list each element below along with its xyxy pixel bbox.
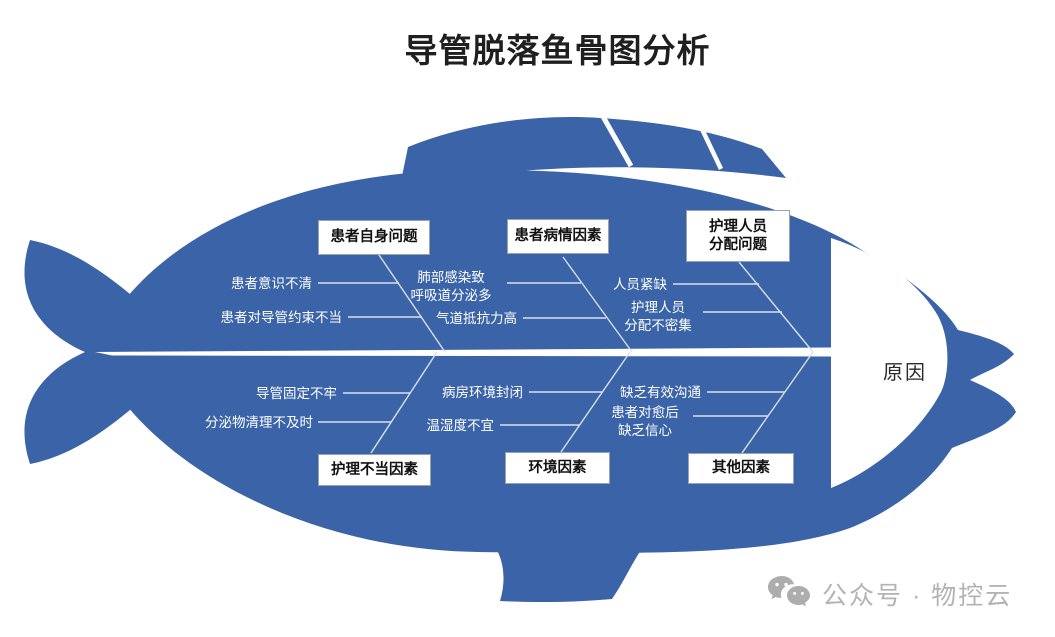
bone-lines: [370, 251, 814, 454]
cause-label: 导管固定不牢: [256, 386, 337, 401]
category-box-staff-allocation: 护理人员 分配问题: [686, 210, 790, 262]
bone-line: [376, 251, 446, 353]
dorsal-fin: [400, 117, 786, 186]
cause-label: 患者对导管约束不当: [220, 310, 343, 325]
watermark: 公众号 · 物控云: [766, 574, 1012, 614]
cause-label: 病房环境封闭: [442, 385, 523, 400]
fin-notch: [598, 111, 634, 168]
bone-line: [738, 261, 814, 353]
category-box-patient-condition: 患者病情因素: [507, 219, 609, 254]
cause-label: 患者意识不清: [231, 276, 312, 291]
cause-label: 护理人员 分配不密集: [624, 300, 692, 333]
watermark-text: 公众号 · 物控云: [822, 582, 1013, 610]
cause-label: 气道抵抗力高: [436, 311, 517, 326]
cause-lines: [318, 282, 785, 426]
category-box-other: 其他因素: [688, 453, 794, 484]
category-box-improper-care: 护理不当因素: [318, 454, 431, 486]
category-box-patient-own: 患者自身问题: [318, 220, 430, 255]
effect-label: 原因: [883, 362, 927, 384]
spine-line: [95, 347, 833, 357]
wechat-icon: [768, 576, 810, 607]
cause-label: 温湿度不宜: [426, 418, 495, 433]
page-title: 导管脱落鱼骨图分析: [404, 32, 711, 69]
category-box-environment: 环境因素: [505, 452, 610, 484]
cause-label: 人员紧缺: [613, 277, 667, 292]
cause-label: 肺部感染致 呼吸道分泌多: [410, 270, 492, 303]
bone-line: [560, 351, 631, 453]
bone-line: [562, 256, 633, 353]
cause-label: 患者对愈后 缺乏信心: [611, 405, 679, 438]
fish-head-area: [831, 238, 948, 488]
ventral-fin: [486, 536, 646, 603]
cause-label: 缺乏有效沟通: [620, 385, 701, 400]
bone-line: [370, 351, 438, 454]
bone-line: [741, 351, 814, 454]
fin-notch: [698, 126, 724, 170]
cause-label: 分泌物清理不及时: [205, 415, 313, 430]
